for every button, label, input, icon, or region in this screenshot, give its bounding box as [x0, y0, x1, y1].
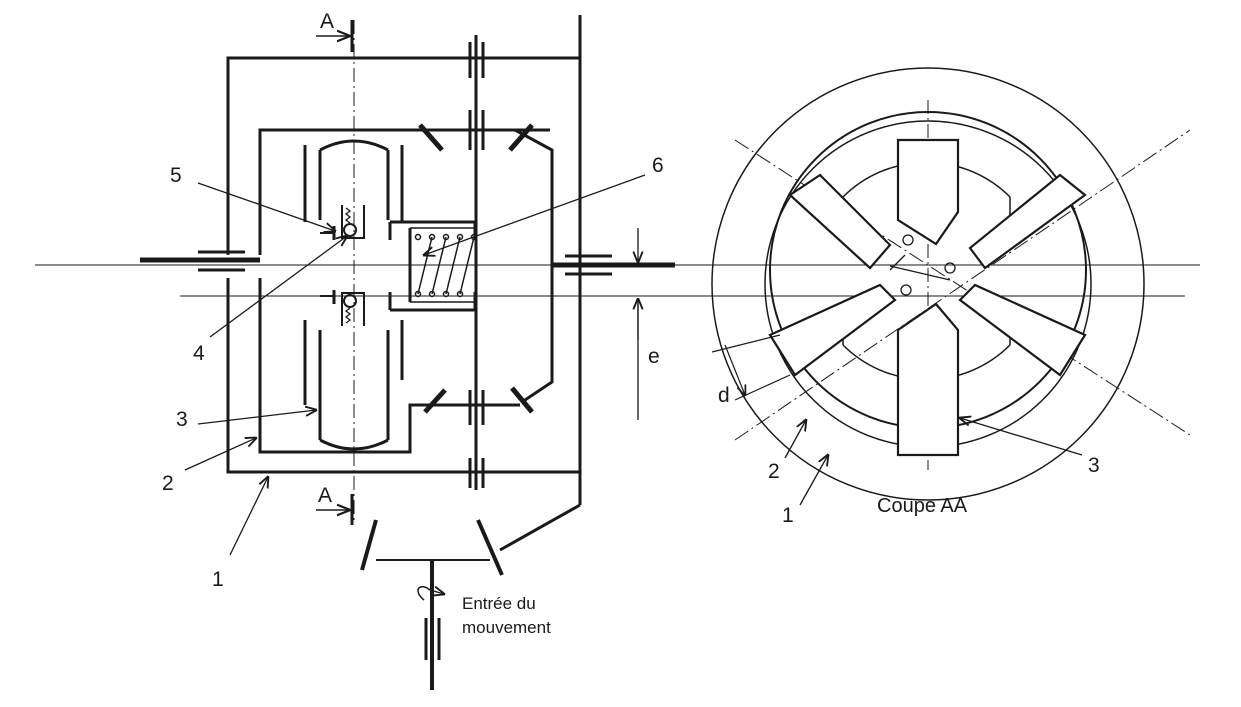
- left-view: A A e 5 4 6 3 2 1: [35, 10, 690, 690]
- input-label-line2: mouvement: [462, 618, 551, 637]
- part-3-section-label: 3: [1088, 454, 1100, 477]
- vanes-3: [768, 138, 1087, 457]
- slider-3-upper: [303, 139, 404, 222]
- right-view: d 3 2 1 Coupe AA: [690, 67, 1200, 527]
- part-3-label: 3: [176, 408, 188, 431]
- right-leader-lines: [784, 418, 1083, 506]
- center-valves: [889, 234, 956, 296]
- dimension-d: [711, 334, 791, 401]
- part-2-section-label: 2: [768, 460, 780, 483]
- section-caption: Coupe AA: [877, 495, 968, 517]
- dimension-d-label: d: [718, 384, 730, 407]
- valve-upper: [320, 205, 365, 240]
- dimension-e-label: e: [648, 345, 660, 368]
- part-5-label: 5: [170, 164, 182, 187]
- housing-1: [226, 15, 582, 552]
- part-4-label: 4: [193, 342, 205, 365]
- valve-lower: [320, 290, 365, 326]
- part-1-label: 1: [212, 568, 224, 591]
- part-1-section-label: 1: [782, 504, 794, 527]
- section-a-bottom-label: A: [318, 484, 332, 507]
- casing-circle-1: [711, 67, 1145, 501]
- slider-3-lower: [303, 320, 404, 451]
- input-label-line1: Entrée du: [462, 594, 536, 613]
- center-lines: [35, 20, 690, 520]
- bearings: [198, 42, 612, 660]
- spring-6: [408, 227, 478, 303]
- part-2-label: 2: [162, 472, 174, 495]
- section-marker-bottom: A: [316, 484, 354, 525]
- shafts: [140, 35, 675, 690]
- bevel-gears: [360, 123, 534, 576]
- part-6-label: 6: [652, 154, 664, 177]
- leader-lines: [184, 174, 646, 601]
- section-marker-top: A: [316, 10, 354, 52]
- section-a-top-label: A: [320, 10, 334, 33]
